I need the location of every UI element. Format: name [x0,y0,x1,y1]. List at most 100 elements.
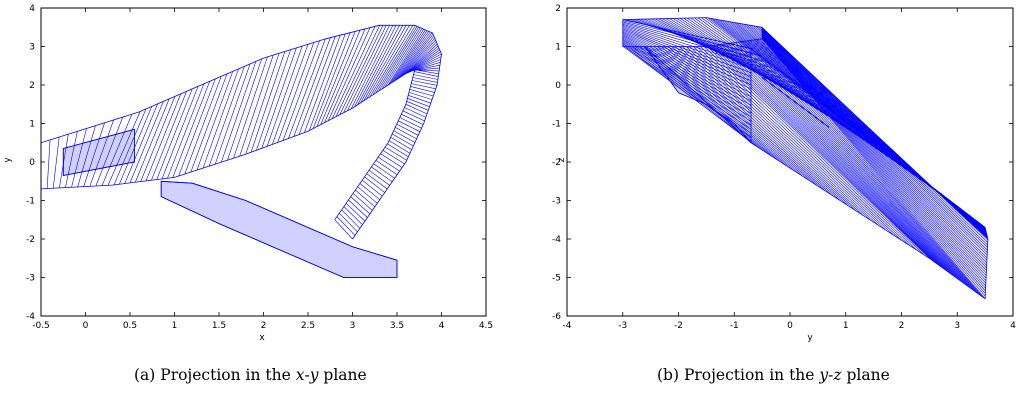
y-tick-label: -1 [26,197,35,207]
mesh-rib [347,25,390,111]
mesh-rib [412,77,438,83]
mesh-rib [298,36,336,135]
mesh-rib [156,88,193,180]
mesh-rib [250,51,286,153]
mesh-rib [761,32,987,266]
mesh-rib [622,35,752,106]
caption-b-prefix: (b) Projection in the [657,366,820,384]
mesh-rib [59,134,69,189]
mesh-rib [375,26,418,94]
mesh-rib [309,33,346,131]
mesh-rib [387,29,424,86]
mesh-rib [335,25,380,117]
mesh-rib [354,25,397,107]
mesh-rib [372,25,416,96]
mesh-rib [95,116,124,187]
x-tick-label: 1 [172,321,178,331]
mesh-rib [761,32,987,269]
mesh-rib [761,27,989,243]
x-tick-label: 4 [439,321,445,331]
mesh-rib [622,42,752,130]
mesh-rib [380,153,403,168]
x-tick-label: 2 [899,321,905,331]
x-tick-label: -4 [563,321,572,331]
mesh-rib [752,39,976,292]
mesh-rib [328,27,371,121]
caption-b-var1: y [819,366,829,384]
mesh-rib [396,123,419,136]
mesh-rib [390,137,412,150]
mesh-rib [345,203,366,222]
mesh-rib [71,128,87,188]
mesh-rib [761,29,988,253]
mesh-rib [703,46,925,256]
mesh-rib [761,35,987,282]
y-tick-label: -3 [26,274,35,284]
mesh-rib [352,193,373,211]
caption-b-suffix: plane [841,366,890,384]
mesh-rib [227,58,262,161]
mesh-rib [709,45,933,261]
mesh-rib [316,31,356,127]
mesh-rib [761,29,988,251]
mesh-rib [718,44,943,268]
mesh-rib [761,35,987,284]
mesh-rib [730,42,955,277]
mesh-rib [404,43,438,75]
mesh-rib [393,31,431,82]
mesh-rib [622,36,752,110]
y-tick-label: 3 [29,43,35,53]
y-tick-label: 2 [555,4,561,14]
mesh-rib [409,53,442,73]
mesh-rib [622,40,752,122]
mesh-rib [52,136,60,189]
y-tick-label: -5 [552,274,561,284]
mesh-rib [761,31,988,261]
mesh-rib [696,46,910,246]
series-line-0 [41,24,442,240]
mesh-rib [733,42,957,279]
mesh-rib [135,98,170,183]
mesh-rib [350,25,394,109]
mesh-rib [671,46,856,211]
mesh-rib [395,32,433,81]
mesh-rib [140,96,176,182]
mesh-rib [622,44,752,138]
mesh-rib [393,130,416,143]
mesh-rib [408,95,431,104]
mesh-rib [272,44,309,145]
mesh-rib [660,46,833,196]
x-tick-label: 1.5 [212,321,226,331]
mesh-rib [277,42,315,143]
y-tick-label: 0 [29,158,35,168]
mesh-rib [77,125,96,188]
mesh-rib [312,32,351,129]
mesh-group [41,24,442,278]
y-tick-label: 1 [555,43,561,53]
caption-a-var1: x [295,366,305,384]
x-tick-label: -2 [674,321,683,331]
mesh-rib [339,25,384,115]
mesh-rib [107,111,141,186]
x-axis-label: x [259,333,265,343]
mesh-rib [622,32,752,94]
mesh-rib [208,66,245,167]
mesh-rib [761,34,987,276]
mesh-rib [398,120,421,132]
x-tick-label: 0 [787,321,793,331]
sub-surface-0 [644,46,752,144]
mesh-rib [700,46,917,251]
mesh-rib [350,196,371,215]
y-tick-label: 2 [29,81,35,91]
mesh-rib [190,73,228,173]
mesh-rib [714,45,938,265]
mesh-rib [388,140,411,154]
mesh-rib [622,28,752,82]
x-tick-label: 0 [83,321,89,331]
x-tick-label: 1 [843,321,849,331]
mesh-rib [622,19,752,49]
mesh-rib [359,183,380,200]
mesh-rib [408,51,441,73]
